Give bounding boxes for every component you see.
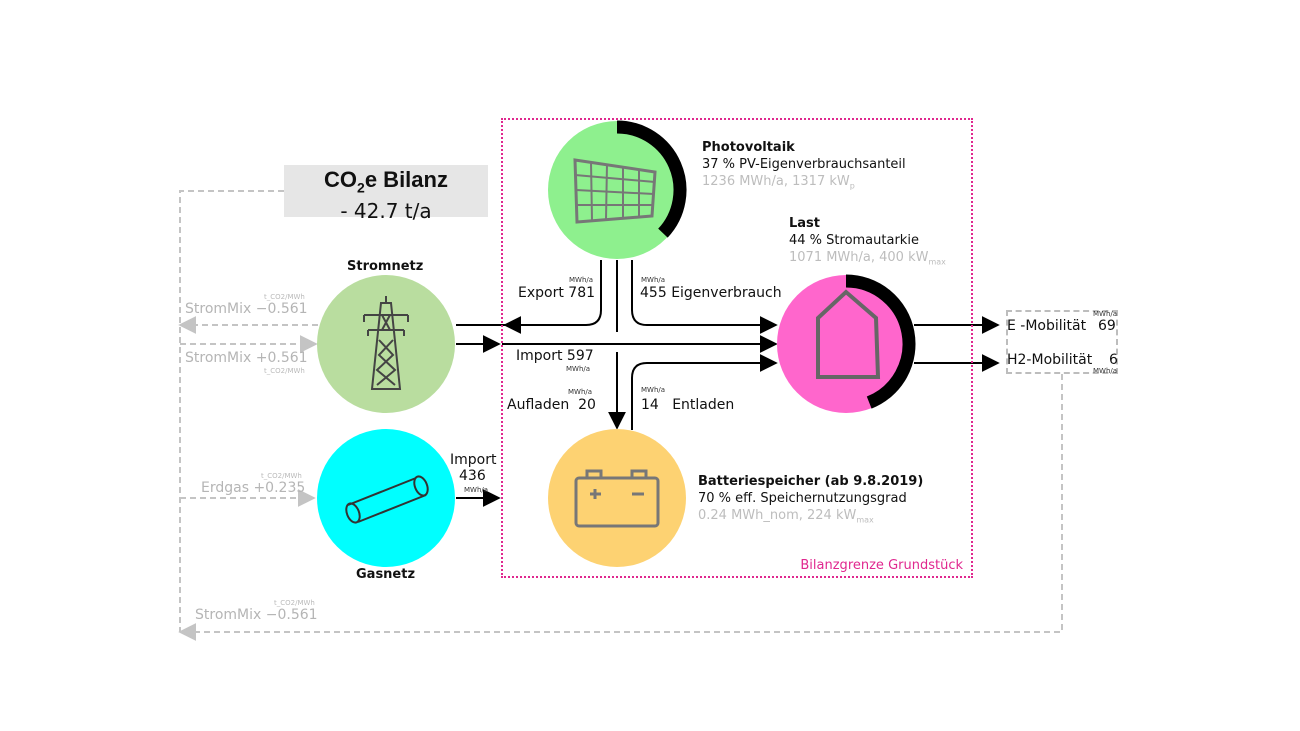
eigenverbrauch-flow-line	[631, 260, 778, 334]
stromnetz-node	[317, 275, 455, 413]
gasnetz-label: Gasnetz	[356, 567, 416, 582]
gas-pipe-icon	[345, 475, 429, 524]
mobility-factor-line	[178, 374, 1063, 641]
entladen-value: 14	[641, 397, 659, 413]
entladen-flow-line	[631, 354, 778, 430]
stromnetz-label: Stromnetz	[347, 259, 424, 274]
co2-bilanz-title: CO2e Bilanz	[324, 167, 448, 196]
eigen-unit: MWh/a	[641, 276, 666, 284]
import-gas-unit: MWh/a	[464, 486, 489, 494]
battery-title: Batteriespeicher (ab 9.8.2019)	[698, 474, 924, 489]
battery-share: 70 % eff. Speichernutzungsgrad	[698, 491, 907, 506]
pv-eigenverbrauch-ring	[616, 120, 687, 238]
eigen-label: 455 Eigenverbrauch	[640, 285, 782, 301]
pv-info: Photovoltaik 37 % PV-Eigenverbrauchsante…	[702, 139, 906, 195]
export-value: 781	[568, 285, 596, 301]
mobility-factor-label: StromMix −0.561	[195, 607, 318, 623]
emobility-label: E -Mobilität	[1007, 318, 1087, 334]
import-gas-label: Import	[450, 452, 497, 468]
co2-factor-outline	[179, 190, 284, 632]
strom-import-factor-label: StromMix +0.561	[185, 350, 308, 366]
solar-panel-icon	[573, 158, 657, 224]
erdgas-factor-unit: t_CO2/MWh	[261, 472, 302, 480]
battery-detail: 0.24 MWh_nom, 224 kWmax	[698, 508, 874, 525]
power-pylon-icon	[363, 296, 409, 390]
h2mobility-label: H2-Mobilität	[1007, 352, 1093, 368]
emobility-value: 69	[1098, 318, 1116, 334]
eigen-value: 455	[640, 285, 667, 301]
last-info: Last 44 % Stromautarkie 1071 MWh/a, 400 …	[789, 215, 946, 271]
export-unit: MWh/a	[569, 276, 594, 284]
pv-node	[548, 121, 686, 259]
strom-import-factor-unit: t_CO2/MWh	[264, 367, 305, 375]
co2-bilanz-value: - 42.7 t/a	[340, 199, 432, 224]
battery-node	[548, 429, 686, 567]
mobility-box	[1006, 310, 1118, 374]
entladen-unit: MWh/a	[641, 386, 666, 394]
h2mobility-value: 6	[1109, 352, 1118, 368]
entladen-label: 14 Entladen	[641, 397, 735, 413]
gasnetz-node	[317, 429, 455, 567]
house-icon	[816, 289, 881, 379]
bilanzgrenze-boundary: Bilanzgrenze Grundstück	[501, 118, 973, 578]
aufladen-label: Aufladen 20	[507, 397, 596, 413]
last-title: Last	[789, 216, 821, 231]
emobility-unit: MWh/a	[1093, 310, 1118, 318]
last-detail: 1071 MWh/a, 400 kWmax	[789, 250, 946, 267]
erdgas-factor-label: Erdgas +0.235	[201, 480, 306, 496]
h2mobility-unit: MWh/a	[1093, 367, 1118, 375]
import-strom-unit: MWh/a	[566, 365, 591, 373]
last-autarkie-ring	[845, 274, 916, 409]
pv-title: Photovoltaik	[702, 140, 795, 155]
export-label: Export 781	[518, 285, 596, 301]
bilanzgrenze-label: Bilanzgrenze Grundstück	[800, 558, 963, 573]
import-strom-value: 597	[566, 348, 594, 364]
last-share: 44 % Stromautarkie	[789, 233, 919, 248]
pv-detail: 1236 MWh/a, 1317 kWp	[702, 174, 855, 191]
last-node	[777, 275, 915, 413]
aufladen-value: 20	[578, 397, 596, 413]
co2-bilanz-box: CO2e Bilanz - 42.7 t/a	[284, 165, 488, 222]
import-strom-label: Import 597	[516, 348, 594, 364]
pv-share: 37 % PV-Eigenverbrauchsanteil	[702, 157, 906, 172]
import-gas-value: 436	[459, 468, 486, 484]
strom-export-factor-unit: t_CO2/MWh	[264, 293, 305, 301]
aufladen-unit: MWh/a	[568, 388, 593, 396]
mobility-factor-unit: t_CO2/MWh	[274, 599, 315, 607]
export-flow-line	[503, 260, 602, 334]
battery-icon	[574, 469, 660, 528]
battery-info: Batteriespeicher (ab 9.8.2019) 70 % eff.…	[698, 473, 923, 529]
strom-export-factor-label: StromMix −0.561	[185, 301, 308, 317]
